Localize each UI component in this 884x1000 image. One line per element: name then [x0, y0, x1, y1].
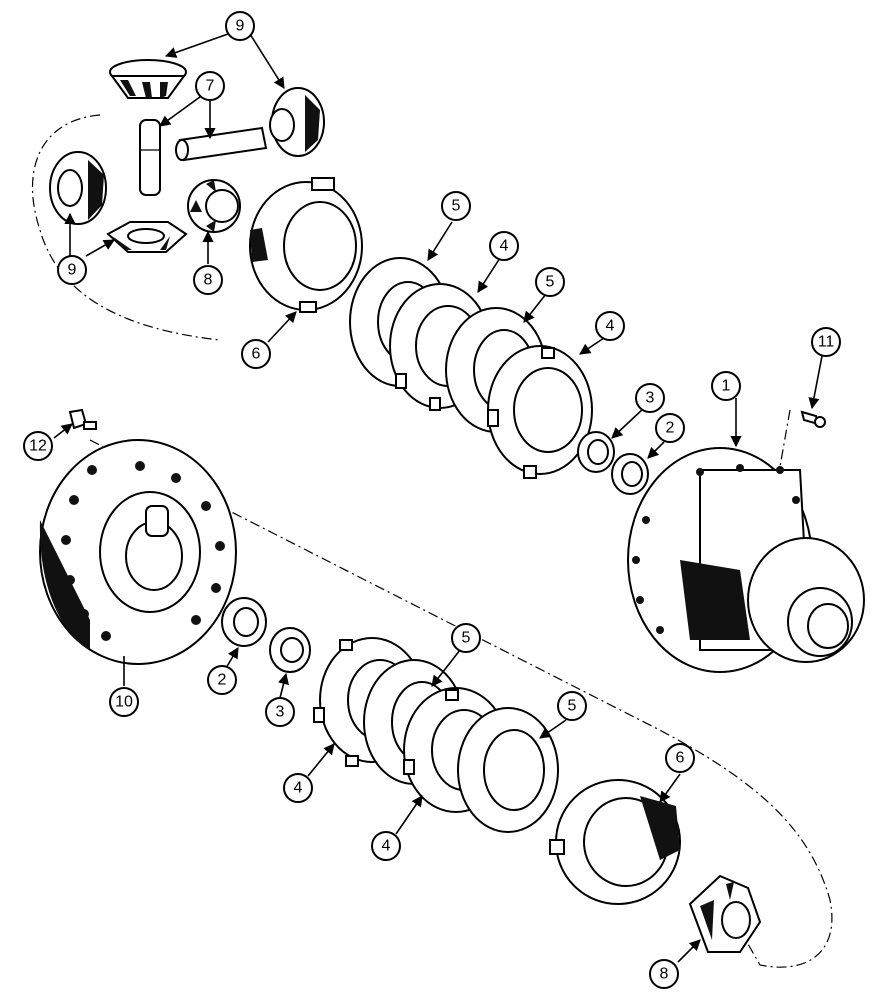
pinion-gear-top [109, 59, 187, 99]
svg-text:4: 4 [294, 780, 303, 797]
case-cover [39, 439, 237, 665]
splined-gear-upper [187, 179, 241, 233]
pinion-gear-right [269, 87, 325, 157]
pinion-gear-bottom [106, 221, 188, 253]
screw-small [800, 410, 826, 428]
assembly-dash-line-right [774, 409, 791, 496]
assembly-dash-line-upper [32, 114, 221, 341]
pinion-gear-left [49, 151, 107, 225]
svg-text:9: 9 [68, 262, 77, 279]
callout-4-lower-1: 4 [283, 773, 313, 803]
callout-9-top: 9 [225, 11, 255, 41]
callout-3-lower: 3 [265, 697, 295, 727]
svg-text:3: 3 [646, 390, 655, 407]
callout-6-lower: 6 [665, 743, 695, 773]
callout-1: 1 [711, 371, 741, 401]
svg-text:8: 8 [660, 966, 669, 983]
callout-5-upper-2: 5 [535, 267, 565, 297]
differential-case [627, 447, 865, 673]
svg-text:5: 5 [568, 698, 577, 715]
splined-gear-lower [688, 874, 762, 953]
svg-text:11: 11 [818, 334, 835, 351]
callout-5-upper-1: 5 [441, 191, 471, 221]
callout-8-lower: 8 [649, 959, 679, 989]
svg-text:6: 6 [252, 346, 261, 363]
callout-10: 10 [109, 687, 139, 717]
callout-5-lower-2: 5 [557, 691, 587, 721]
shim-upper [611, 453, 649, 495]
svg-text:9: 9 [236, 18, 245, 35]
callout-5-lower-1: 5 [451, 623, 481, 653]
callout-4-upper-1: 4 [489, 231, 519, 261]
svg-text:12: 12 [29, 438, 47, 455]
svg-text:7: 7 [206, 78, 215, 95]
callout-2-lower: 2 [207, 665, 237, 695]
cross-shaft-vertical [139, 119, 161, 196]
svg-text:4: 4 [606, 318, 615, 335]
callout-11: 11 [811, 327, 841, 357]
svg-text:2: 2 [218, 672, 227, 689]
clutch-housing-lower [549, 779, 681, 905]
callout-9-bottom: 9 [57, 255, 87, 285]
svg-text:10: 10 [115, 694, 133, 711]
separator-plate-upper-2 [487, 345, 593, 479]
svg-text:8: 8 [204, 272, 213, 289]
thrust-washer-upper [577, 431, 615, 473]
friction-disc-lower-2 [457, 707, 559, 833]
clutch-housing-upper [249, 177, 363, 313]
svg-text:5: 5 [462, 630, 471, 647]
svg-text:5: 5 [452, 198, 461, 215]
callout-3-upper: 3 [635, 383, 665, 413]
callout-6-upper: 6 [241, 339, 271, 369]
callout-4-lower-2: 4 [371, 831, 401, 861]
svg-text:3: 3 [276, 704, 285, 721]
thrust-washer-lower [269, 627, 311, 673]
svg-text:6: 6 [676, 750, 685, 767]
callout-12: 12 [23, 431, 53, 461]
callout-2-upper: 2 [655, 413, 685, 443]
svg-text:4: 4 [500, 238, 509, 255]
svg-text:5: 5 [546, 274, 555, 291]
shim-lower [221, 597, 267, 647]
svg-text:2: 2 [666, 420, 675, 437]
svg-text:4: 4 [382, 838, 391, 855]
bolt [68, 408, 97, 430]
callout-7: 7 [195, 71, 225, 101]
callout-8-upper: 8 [193, 265, 223, 295]
assembly-dash-line-diagonal [89, 439, 833, 968]
svg-text:1: 1 [722, 378, 731, 395]
leader-lines [53, 33, 823, 963]
callout-4-upper-2: 4 [595, 311, 625, 341]
cross-shaft-horizontal [175, 126, 268, 162]
